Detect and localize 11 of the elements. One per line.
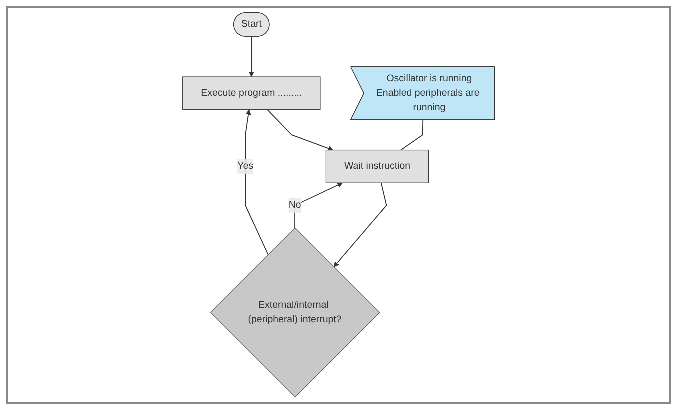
arrow	[333, 182, 387, 268]
edge-label: No	[288, 200, 301, 210]
node-box: Execute program .........	[182, 76, 320, 110]
connector	[400, 120, 424, 151]
arrow	[294, 182, 343, 229]
edge-label: Yes	[237, 161, 254, 172]
node-diamond: External/internal (peripheral) interrupt?	[210, 228, 380, 398]
node-box: Wait instruction	[326, 150, 429, 184]
arrow	[244, 110, 268, 256]
arrow	[266, 109, 333, 152]
arrow	[248, 36, 254, 78]
